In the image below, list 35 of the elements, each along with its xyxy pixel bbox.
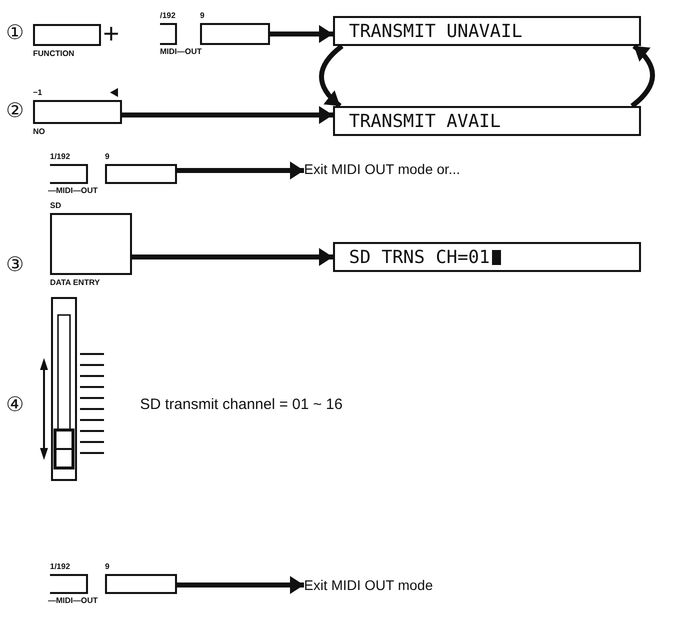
display-text: SD TRNS CH=01 xyxy=(349,246,490,268)
button-label: −1 xyxy=(33,87,42,98)
arrow xyxy=(132,248,333,266)
lcd-display xyxy=(333,16,641,46)
button-label: FUNCTION xyxy=(33,48,74,59)
lcd-display xyxy=(333,242,641,272)
button-label: 9 xyxy=(200,10,204,21)
arrow xyxy=(177,576,304,594)
instruction-text: Exit MIDI OUT mode xyxy=(304,577,464,593)
step-number: ③ xyxy=(6,253,24,277)
arrow xyxy=(630,44,655,108)
button-label: 1/192 xyxy=(50,561,70,572)
step-number: ② xyxy=(6,99,24,123)
arrow xyxy=(177,162,304,180)
button-label: 9 xyxy=(105,561,110,572)
button-group-label: —MIDI—OUT xyxy=(48,596,98,605)
value-range-text: SD transmit channel = 01 ~ 16 xyxy=(140,396,343,413)
lcd-display xyxy=(333,106,641,136)
button-label: NO xyxy=(33,126,45,137)
button-label: 1/192 xyxy=(50,151,70,162)
button-label: DATA ENTRY xyxy=(50,277,100,288)
button-label: SD xyxy=(50,200,62,211)
arrow xyxy=(270,25,333,43)
button-group-label: —MIDI—OUT xyxy=(48,186,98,195)
display-text: TRANSMIT AVAIL xyxy=(349,110,501,132)
instruction-text: Exit MIDI OUT mode or... xyxy=(304,161,464,177)
step-number: ① xyxy=(6,21,24,45)
display-text: TRANSMIT UNAVAIL xyxy=(349,20,522,42)
step-number: ④ xyxy=(6,393,24,417)
button-group-label: MIDI—OUT xyxy=(160,47,202,56)
button-label: /192 xyxy=(160,10,176,21)
button-label: 9 xyxy=(105,151,110,162)
plus-sign: + xyxy=(103,18,120,50)
arrow xyxy=(319,44,344,108)
arrow xyxy=(122,106,333,124)
